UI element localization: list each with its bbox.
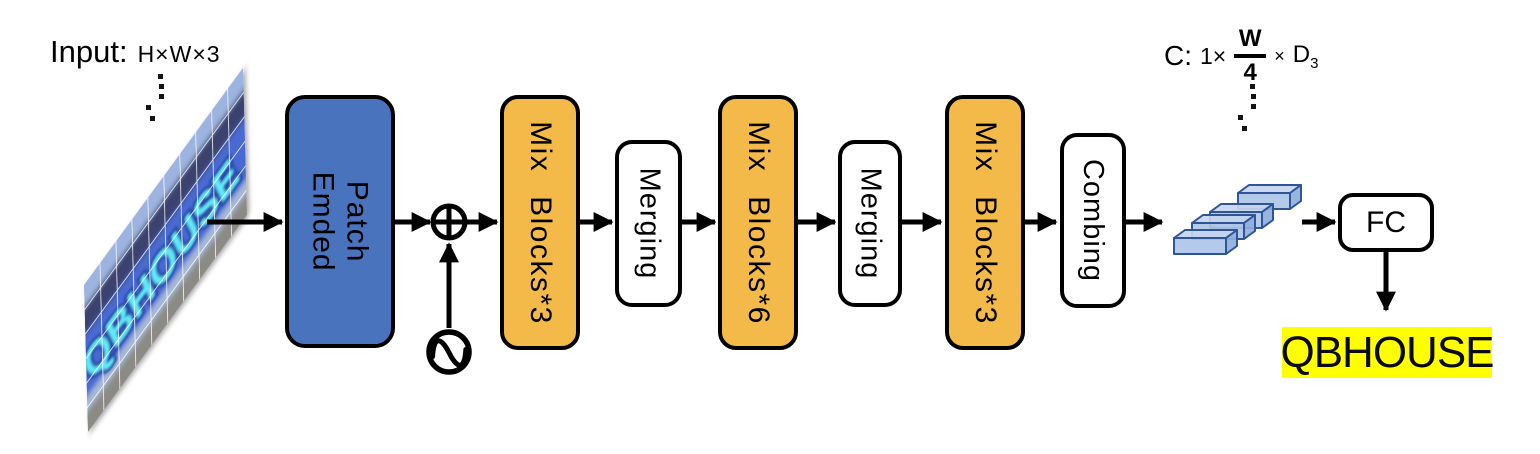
merging-block-1: Merging <box>615 140 682 307</box>
mix-blocks-stage2-label: Mix Blocks*6 <box>742 120 775 325</box>
output-text: QBHOUSE <box>1280 327 1495 378</box>
patch-embed-label: Patch Emded <box>307 171 374 272</box>
feature-times: × <box>1274 45 1285 66</box>
fraction-denominator: 4 <box>1243 59 1257 86</box>
feature-tokens-icon <box>1173 184 1302 255</box>
ellipsis-dots-icon <box>1238 84 1258 132</box>
fc-block: FC <box>1338 193 1434 252</box>
merging-2-label: Merging <box>854 167 887 280</box>
patch-grid <box>84 88 247 411</box>
input-label: Input: <box>50 34 128 69</box>
positional-encoding-icon <box>426 329 472 375</box>
mix-blocks-stage1: Mix Blocks*3 <box>500 95 580 350</box>
feature-fraction: W 4 <box>1234 25 1267 86</box>
flow-arrows <box>207 212 1396 328</box>
input-dims: H×W×3 <box>137 41 221 67</box>
feature-factor: 1× <box>1200 42 1227 69</box>
merging-block-2: Merging <box>838 140 902 307</box>
patch-embed-block: Patch Emded <box>285 95 395 348</box>
mix-blocks-stage3-label: Mix Blocks*3 <box>969 120 1002 325</box>
fraction-numerator: W <box>1238 25 1262 52</box>
mix-blocks-stage3: Mix Blocks*3 <box>945 95 1025 350</box>
feature-shape-label: C: 1× W 4 × D3 <box>1164 26 1318 86</box>
input-caption: Input: H×W×3 <box>50 34 221 70</box>
fc-label: FC <box>1366 205 1406 239</box>
feature-dim: D3 <box>1292 40 1319 72</box>
token-bar <box>1173 229 1238 255</box>
combing-block: Combing <box>1060 133 1126 308</box>
feature-prefix: C: <box>1164 40 1192 71</box>
add-icon <box>430 203 468 241</box>
input-image: QBHOUSE <box>84 67 247 432</box>
feature-dim-subscript: 3 <box>1310 54 1319 72</box>
ellipsis-dots-icon <box>146 74 166 122</box>
merging-1-label: Merging <box>633 167 665 280</box>
fraction-bar <box>1234 54 1267 58</box>
mix-blocks-stage2: Mix Blocks*6 <box>718 95 798 350</box>
mix-blocks-stage1-label: Mix Blocks*3 <box>524 120 557 325</box>
combing-label: Combing <box>1077 158 1110 283</box>
